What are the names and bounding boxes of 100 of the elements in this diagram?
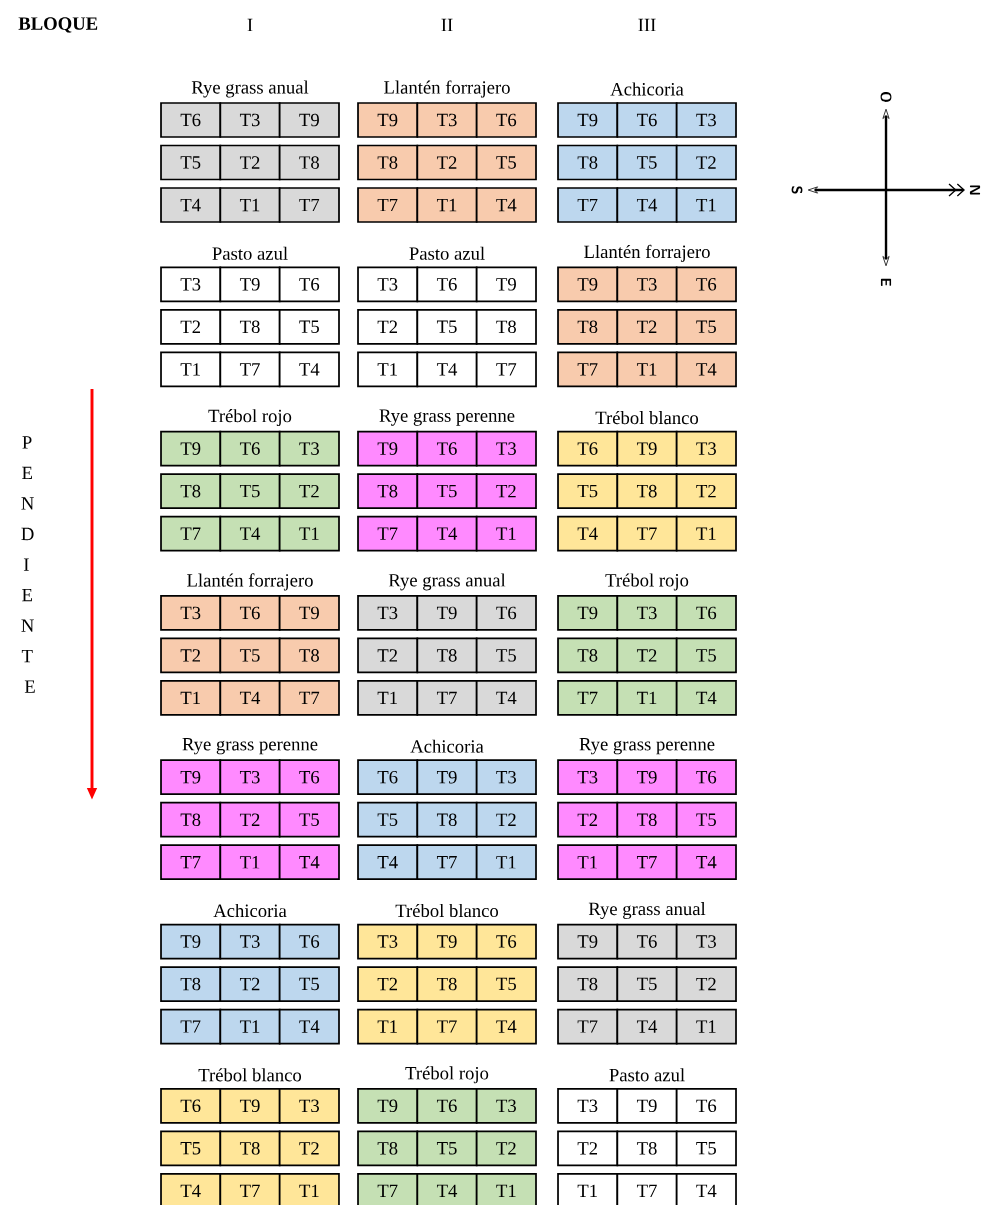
plot-cell: T9 [278, 102, 340, 138]
plot-cell: T5 [616, 144, 678, 181]
plot-cell: T9 [160, 759, 222, 796]
plot-cell: T5 [475, 144, 537, 181]
plot-cell: T1 [219, 844, 281, 881]
plot-cell: T3 [675, 102, 737, 138]
plot-label: Pasto azul [212, 246, 288, 260]
plot-cell: T4 [616, 1008, 678, 1045]
plot-cell: T1 [160, 351, 222, 388]
plot-cell: T3 [160, 595, 222, 631]
plot-cell: T8 [160, 801, 222, 838]
plot-label: Pasto azul [609, 1068, 685, 1082]
plot-cell: T4 [416, 1172, 478, 1205]
plot-cell: T1 [219, 187, 281, 223]
plot-cell: T4 [357, 844, 419, 881]
plot-cell: T2 [475, 801, 537, 838]
plot-cell: T3 [357, 266, 419, 303]
plot-cell: T6 [416, 430, 478, 467]
plot-cell: T8 [219, 1130, 281, 1167]
plot-cell: T4 [616, 187, 678, 223]
plot-cell: T1 [475, 1172, 537, 1205]
plot-cell: T9 [219, 266, 281, 303]
plot-cell: T9 [357, 430, 419, 467]
plot-cell: T3 [616, 266, 678, 303]
plot-cell: T4 [416, 351, 478, 388]
plot-cell: T3 [219, 923, 281, 960]
plot-cell: T6 [219, 595, 281, 631]
plot-cell: T3 [160, 266, 222, 303]
plot-cell: T6 [357, 759, 419, 796]
plot-cell: T9 [557, 923, 619, 960]
plot-cell: T5 [557, 473, 619, 509]
plot-cell: T2 [675, 966, 737, 1002]
plot-cell: T4 [416, 515, 478, 552]
plot-cell: T2 [475, 473, 537, 509]
plot-cell: T5 [160, 1130, 222, 1167]
plot-cell: T8 [616, 473, 678, 509]
plot-cell: T4 [278, 844, 340, 881]
plot-cell: T2 [557, 1130, 619, 1167]
plot-cell: T4 [675, 1172, 737, 1205]
plot-cell: T2 [357, 966, 419, 1002]
plot-cell: T7 [219, 351, 281, 388]
plot-cell: T7 [557, 351, 619, 388]
plot-cell: T4 [160, 187, 222, 223]
plot-cell: T3 [278, 1087, 340, 1124]
plot-cell: T8 [557, 966, 619, 1002]
column-header: II [441, 18, 453, 32]
plot-cell: T2 [616, 308, 678, 345]
plot-cell: T6 [475, 102, 537, 138]
plot-cell: T8 [357, 473, 419, 509]
plot-cell: T8 [357, 144, 419, 181]
plot-cell: T8 [278, 637, 340, 674]
plot-cell: T8 [416, 801, 478, 838]
plot-cell: T5 [416, 1130, 478, 1167]
plot-cell: T4 [475, 680, 537, 716]
plot-cell: T2 [616, 637, 678, 674]
plot-cell: T8 [557, 308, 619, 345]
plot-cell: T4 [675, 351, 737, 388]
plot-cell: T8 [357, 1130, 419, 1167]
plot-cell: T3 [278, 430, 340, 467]
plot-cell: T5 [278, 801, 340, 838]
plot-cell: T5 [160, 144, 222, 181]
plot-cell: T9 [357, 102, 419, 138]
plot-cell: T7 [357, 187, 419, 223]
plot-cell: T7 [557, 187, 619, 223]
column-header: I [247, 18, 253, 32]
plot-label: Pasto azul [409, 246, 485, 260]
plot-cell: T6 [160, 102, 222, 138]
plot-label: Rye grass anual [588, 902, 706, 919]
node-label: T4 [436, 1184, 458, 1197]
plot-cell: T5 [475, 966, 537, 1002]
plot-cell: T5 [416, 473, 478, 509]
plot-cell: T7 [616, 515, 678, 552]
plot-cell: T3 [675, 923, 737, 960]
plot-cell: T7 [219, 1172, 281, 1205]
plot-cell: T2 [160, 308, 222, 345]
plot-cell: T6 [675, 759, 737, 796]
plot-cell: T7 [160, 1008, 222, 1045]
plot-cell: T3 [219, 759, 281, 796]
plot-label: Achicoria [610, 82, 684, 96]
plot-cell: T1 [675, 1008, 737, 1045]
plot-cell: T3 [416, 102, 478, 138]
plot-cell: T8 [616, 801, 678, 838]
plot-cell: T3 [219, 102, 281, 138]
plot-cell: T3 [616, 595, 678, 631]
plot-cell: T7 [475, 351, 537, 388]
plot-cell: T6 [616, 102, 678, 138]
plot-cell: T7 [357, 1172, 419, 1205]
plot-cell: T6 [416, 266, 478, 303]
plot-cell: T6 [278, 923, 340, 960]
plot-cell: T4 [475, 1008, 537, 1045]
plot-label: Trébol blanco [595, 411, 699, 425]
plot-cell: T2 [219, 966, 281, 1002]
plot-cell: T8 [616, 1130, 678, 1167]
plot-cell: T6 [278, 759, 340, 796]
plot-cell: T6 [278, 266, 340, 303]
plot-cell: T5 [278, 966, 340, 1002]
plot-cell: T8 [416, 637, 478, 674]
plot-cell: T2 [219, 801, 281, 838]
plot-cell: T2 [278, 1130, 340, 1167]
plot-cell: T1 [616, 351, 678, 388]
